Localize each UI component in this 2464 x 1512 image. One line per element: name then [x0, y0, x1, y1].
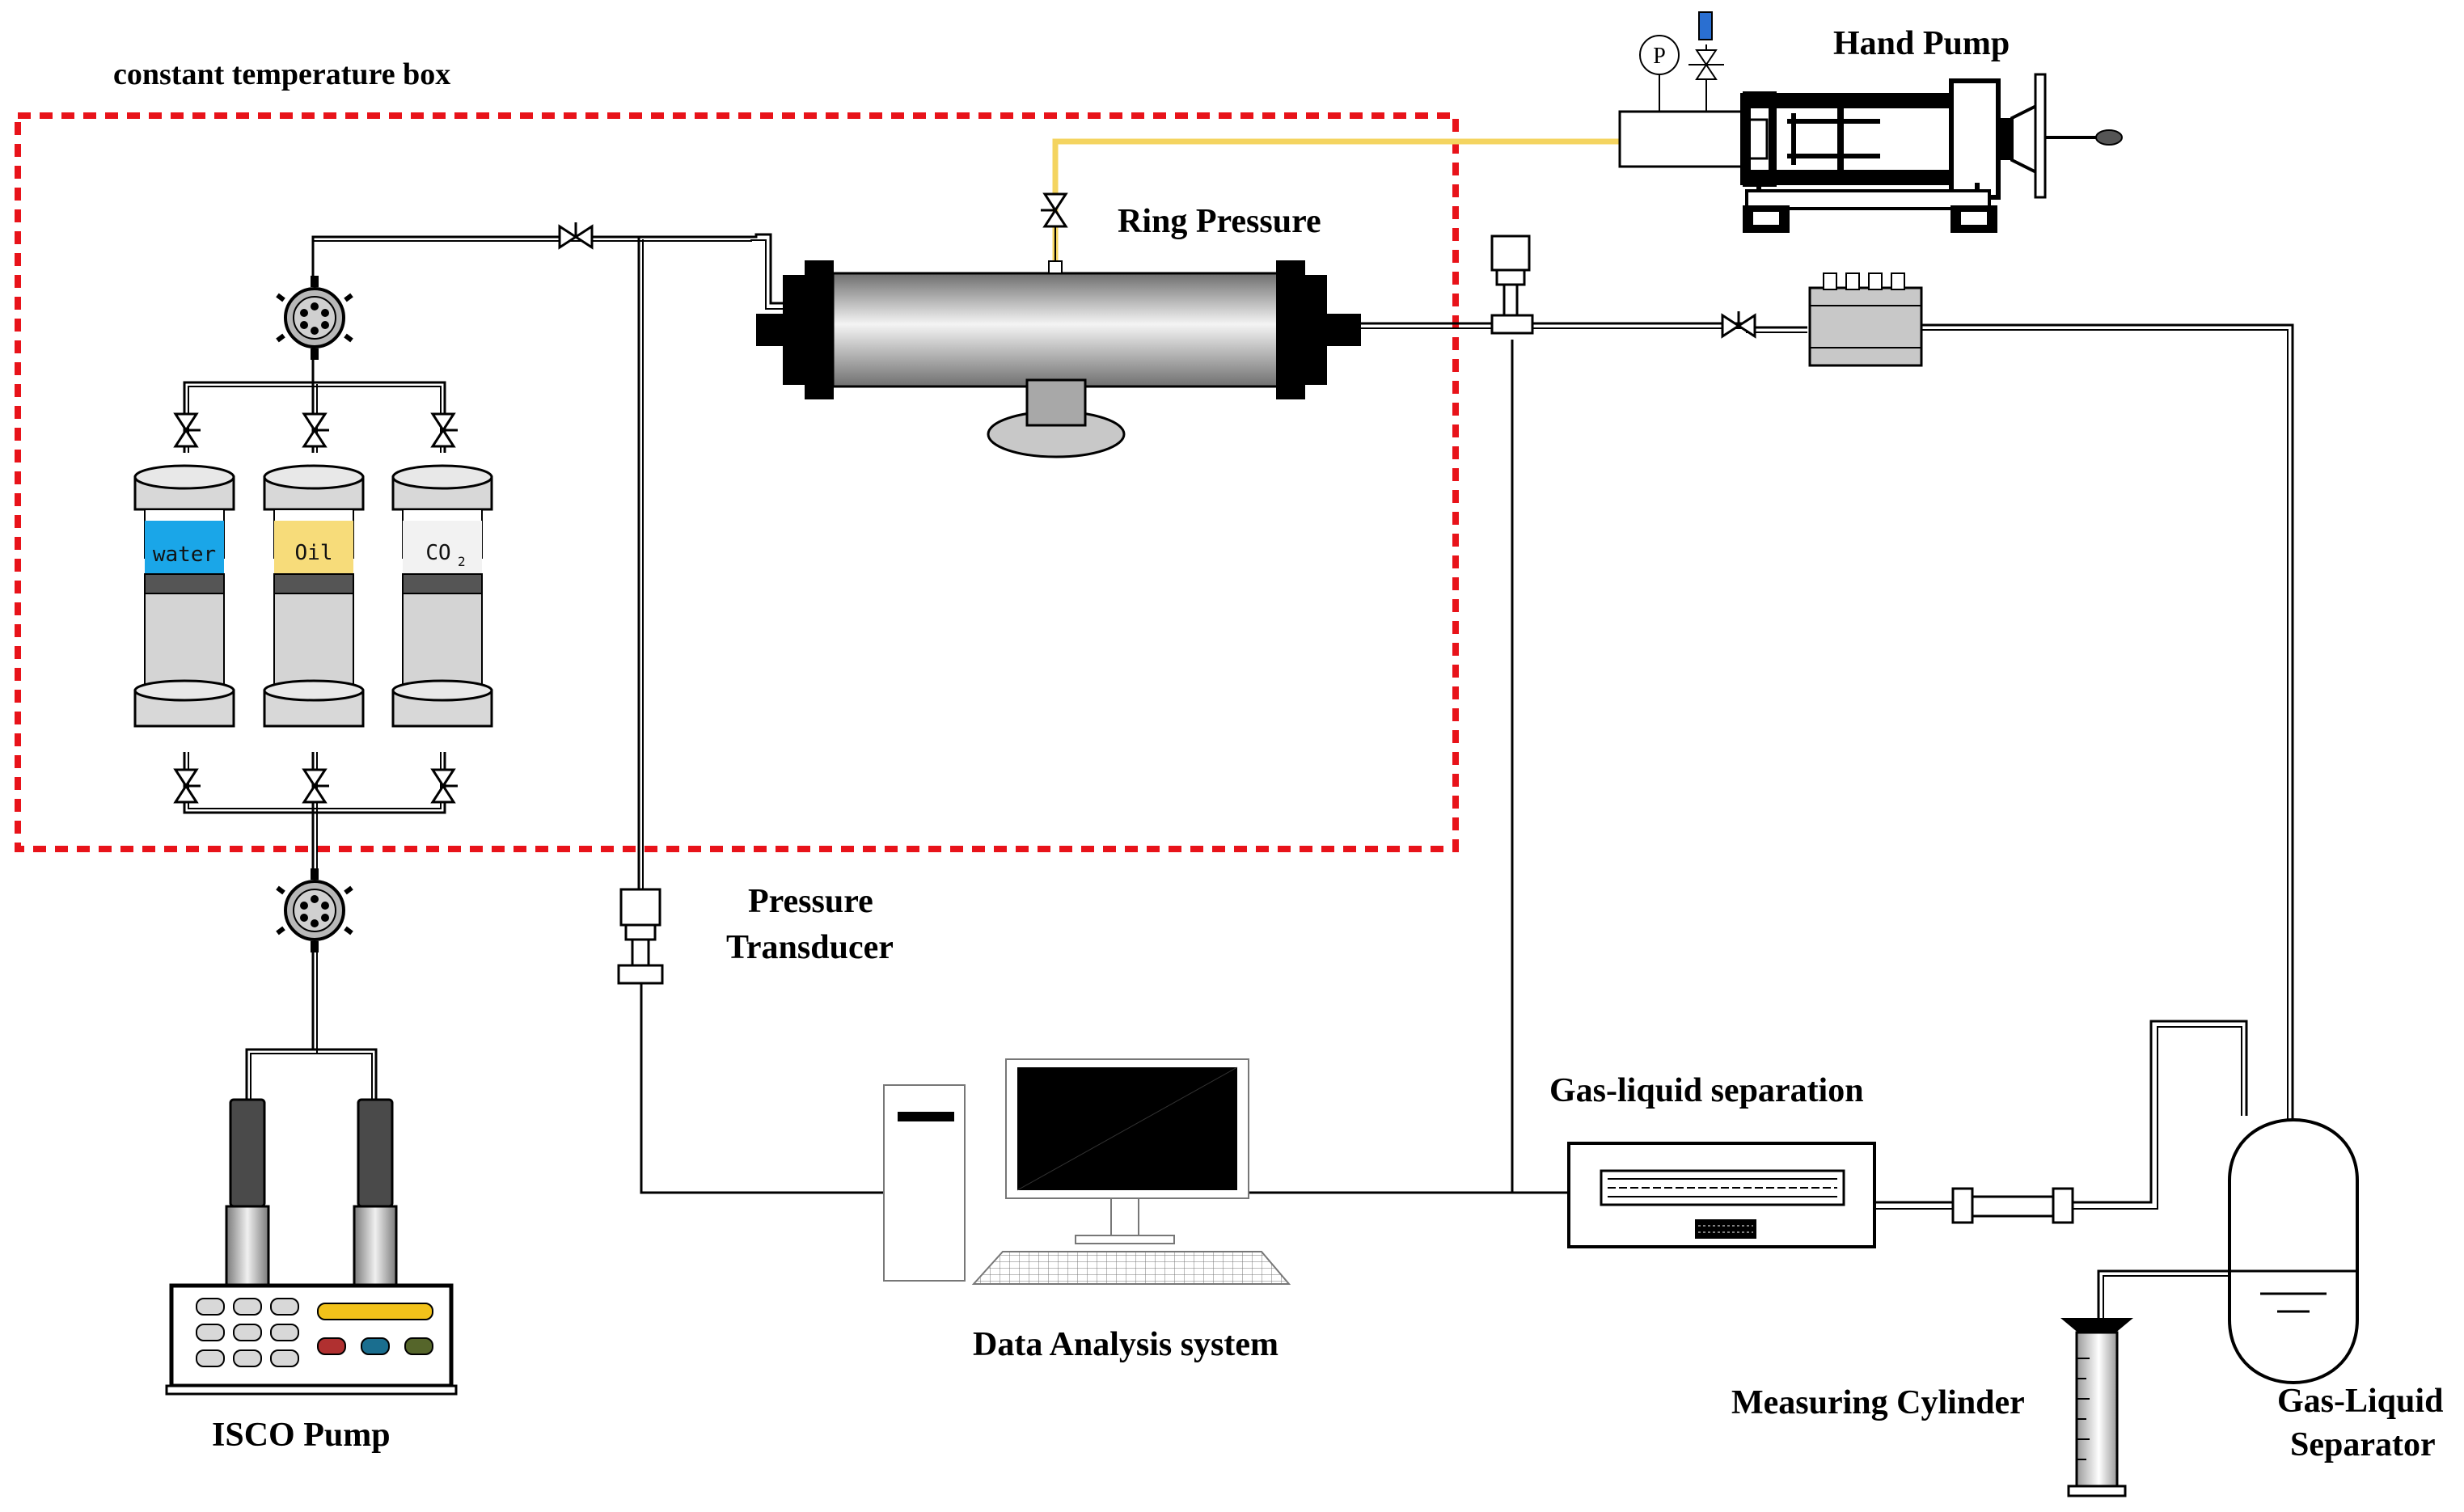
cylinder-oil: Oil	[263, 464, 365, 728]
pressure-transducer	[617, 888, 664, 985]
constant-temperature-box	[15, 112, 1459, 852]
pressure-transducer-label-2: Transducer	[726, 929, 894, 966]
cylinder-co2: CO 2	[391, 464, 493, 728]
valve-top-line[interactable]	[558, 222, 594, 250]
valve-ring-pressure[interactable]	[1041, 192, 1068, 228]
gas-liquid-separator-label-2: Separator	[2290, 1426, 2436, 1463]
cylinder-oil-label: Oil	[295, 541, 333, 565]
valve-water-top[interactable]	[173, 412, 201, 448]
gas-liquid-separation-unit	[1567, 1142, 1876, 1248]
measuring-cylinder-label: Measuring Cylinder	[1731, 1384, 2025, 1421]
hand-pump[interactable]: P	[1618, 11, 2123, 233]
valve-water-bottom[interactable]	[173, 768, 201, 804]
valve-oil-bottom[interactable]	[302, 768, 329, 804]
valve-co2-bottom[interactable]	[430, 768, 458, 804]
isco-pump[interactable]	[165, 1098, 458, 1396]
valve-outlet[interactable]	[1721, 311, 1756, 339]
pressure-gauge-icon	[1639, 35, 1680, 75]
cylinder-co2-subscript: 2	[458, 554, 466, 569]
valve-co2-top[interactable]	[430, 412, 458, 448]
ring-pressure-label: Ring Pressure	[1118, 203, 1321, 240]
data-analysis-computer[interactable]	[883, 1058, 1291, 1285]
gas-liquid-separator	[2228, 1118, 2359, 1384]
valve-oil-top[interactable]	[302, 412, 329, 448]
isco-pump-label: ISCO Pump	[212, 1417, 391, 1454]
core-holder	[756, 260, 1361, 458]
back-pressure-valve[interactable]	[1808, 272, 1923, 367]
six-way-valve-lower[interactable]	[276, 868, 353, 952]
pressure-transducer-label-1: Pressure	[748, 883, 873, 920]
cylinder-co2-label: CO	[425, 541, 450, 565]
six-way-valve-upper[interactable]	[276, 276, 353, 360]
outlet-pressure-transducer	[1490, 234, 1534, 335]
cylinder-water: water	[133, 464, 235, 728]
filter	[1951, 1187, 2074, 1224]
data-analysis-system-label: Data Analysis system	[973, 1326, 1278, 1363]
pressure-gauge-letter: P	[1653, 44, 1666, 69]
hand-pump-label: Hand Pump	[1833, 25, 2010, 62]
gas-liquid-separator-label-1: Gas-Liquid	[2277, 1383, 2443, 1420]
gas-liquid-separation-label: Gas-liquid separation	[1549, 1072, 1864, 1109]
constant-temperature-box-label: constant temperature box	[113, 57, 450, 91]
measuring-cylinder	[2060, 1318, 2133, 1497]
cylinder-water-label: water	[153, 543, 216, 567]
